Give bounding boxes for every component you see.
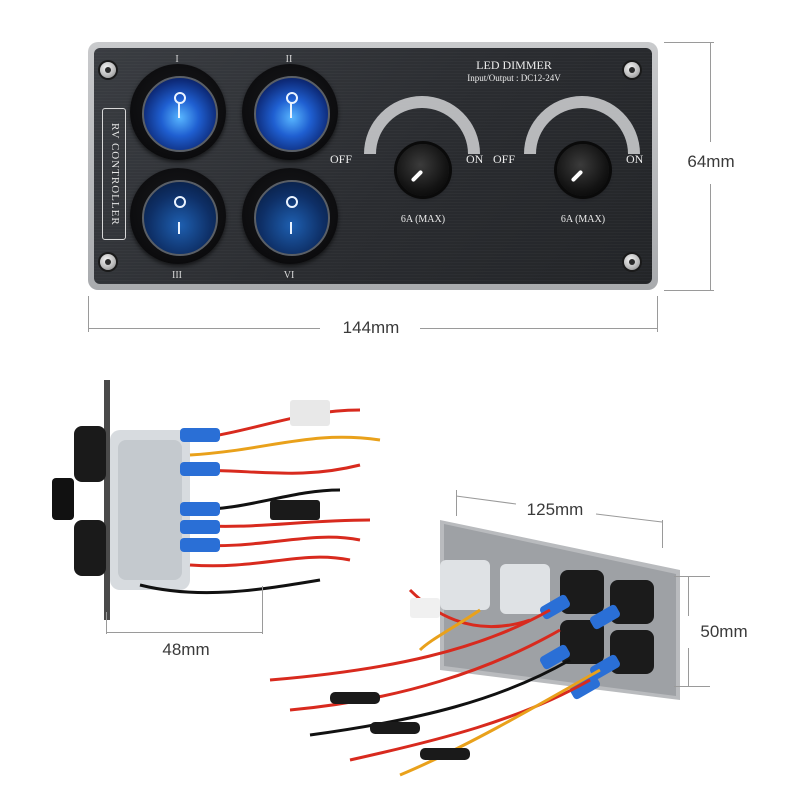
mount-height-dimension: 50mm <box>700 622 748 641</box>
knob-indicator <box>570 169 584 183</box>
mount-height-dim-line-bottom <box>688 648 689 686</box>
switch-button <box>254 180 330 256</box>
mount-width-dim-tick-right <box>662 520 663 548</box>
mount-height-dim-tick-bottom <box>674 686 710 687</box>
switch-label-2: II <box>285 54 293 65</box>
power-line-icon <box>178 222 180 234</box>
height-dim-line-bottom <box>710 184 711 290</box>
power-circle-icon <box>174 92 186 104</box>
switch-label-1: I <box>175 54 179 65</box>
knob1-on-label: ON <box>466 152 484 166</box>
dimmer-io-label: Input/Output : DC12-24V <box>467 73 561 83</box>
screw-icon <box>624 254 640 270</box>
rv-control-panel: RV CONTROLLER I II III <box>88 42 658 290</box>
width-dimension: 144mm <box>342 318 400 337</box>
dimmer-arc-1 <box>364 96 480 154</box>
height-dim-line-top <box>710 42 711 142</box>
power-line-icon <box>290 222 292 234</box>
width-dim-tick-right <box>657 296 658 332</box>
power-circle-icon <box>174 196 186 208</box>
mount-height-dim-line-top <box>688 576 689 616</box>
height-dimension: 64mm <box>687 152 735 171</box>
rocker-switch-1[interactable] <box>130 64 226 160</box>
knob2-rating: 6A (MAX) <box>560 214 606 225</box>
rv-controller-label: RV CONTROLLER <box>102 108 126 240</box>
depth-dim-line <box>106 632 263 633</box>
dimmer-title: LED DIMMER <box>476 58 552 72</box>
side-view-photo <box>52 380 381 620</box>
knob2-off-label: OFF <box>493 152 516 166</box>
knob-indicator <box>410 169 424 183</box>
screw-icon <box>100 254 116 270</box>
dimmer-knob-2[interactable] <box>557 144 609 196</box>
rocker-switch-4[interactable] <box>242 168 338 264</box>
power-circle-icon <box>286 92 298 104</box>
switch-lit-button <box>142 76 218 152</box>
power-line-icon <box>290 102 292 118</box>
rear-view-photo <box>269 520 680 777</box>
screw-icon <box>624 62 640 78</box>
width-dim-line-right <box>420 328 658 329</box>
depth-dim-tick-left <box>106 612 107 634</box>
mount-width-dim-line <box>456 495 663 523</box>
dimmer-knob-1[interactable] <box>397 144 449 196</box>
panel-face: RV CONTROLLER I II III <box>94 48 652 284</box>
switch-label-4: VI <box>283 270 295 281</box>
depth-dimension: 48mm <box>162 640 210 659</box>
dimmer-arc-2 <box>524 96 640 154</box>
mount-width-dimension: 125mm <box>526 500 584 519</box>
width-dim-line-left <box>88 328 320 329</box>
mount-height-dim-tick-top <box>674 576 710 577</box>
rocker-switch-3[interactable] <box>130 168 226 264</box>
depth-dim-tick-right <box>262 586 263 634</box>
height-dim-tick-bottom <box>664 290 714 291</box>
screw-icon <box>100 62 116 78</box>
knob2-on-label: ON <box>626 152 644 166</box>
knob1-off-label: OFF <box>330 152 353 166</box>
switch-label-3: III <box>172 270 182 281</box>
power-circle-icon <box>286 196 298 208</box>
mount-width-dim-tick-left <box>456 490 457 516</box>
knob1-rating: 6A (MAX) <box>400 214 446 225</box>
switch-button <box>142 180 218 256</box>
rocker-switch-2[interactable] <box>242 64 338 160</box>
power-line-icon <box>178 102 180 118</box>
height-dim-tick-top <box>664 42 714 43</box>
switch-lit-button <box>254 76 330 152</box>
width-dim-tick-left <box>88 296 89 332</box>
